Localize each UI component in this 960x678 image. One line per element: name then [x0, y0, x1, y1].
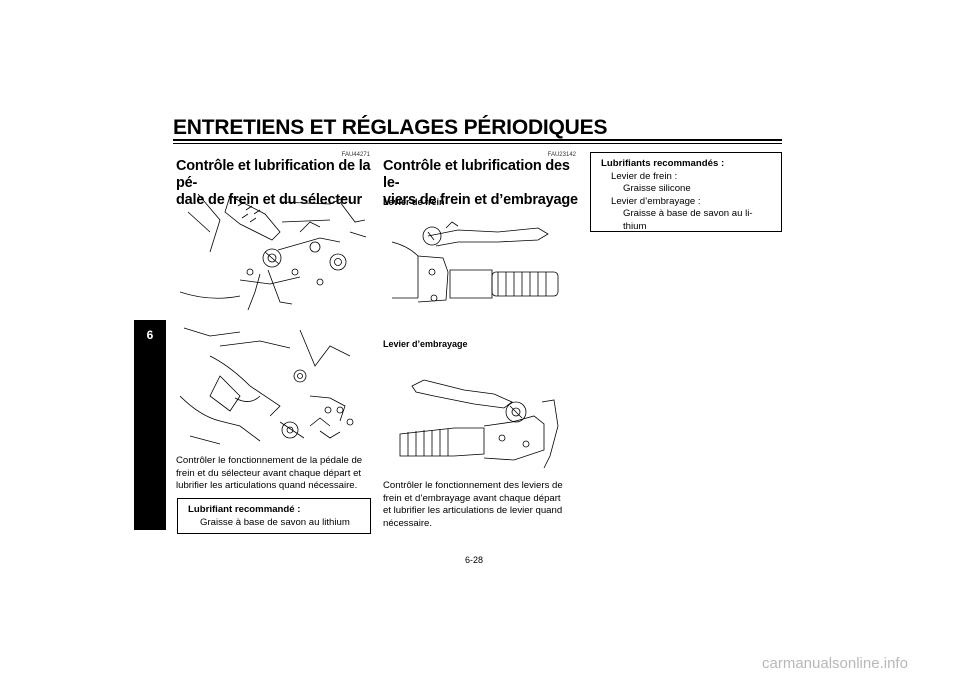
page-number: 6-28	[465, 555, 484, 565]
section-title-line: Contrôle et lubrification de la pé-	[176, 158, 371, 191]
lubricants-box-line: Levier d’embrayage :	[611, 195, 701, 207]
left-body-text: Contrôler le fonctionnement de la pédale…	[176, 455, 370, 493]
chapter-number: 6	[146, 328, 154, 342]
brake-pedal-illustration	[180, 192, 370, 314]
page-header-title: ENTRETIENS ET RÉGLAGES PÉRIODIQUES	[173, 116, 608, 139]
text-line: lubrifier les articulations quand nécess…	[176, 480, 358, 492]
clutch-lever-illustration	[394, 372, 564, 472]
section-code: FAU44271	[341, 152, 370, 158]
section-title-line: viers de frein et d’embrayage	[383, 192, 578, 208]
lubricants-box: Lubrifiants recommandés : Levier de frei…	[590, 152, 782, 232]
text-line: et lubrifier les articulations de levier…	[383, 505, 563, 517]
text-line: frein et d’embrayage avant chaque départ	[383, 492, 561, 504]
lubricants-box-line: Levier de frein :	[611, 170, 678, 182]
section-title: Contrôle et lubrification des le- viers …	[383, 158, 583, 209]
text-line: frein et du sélecteur avant chaque dépar…	[176, 467, 362, 479]
lubricant-box-title: Lubrifiant recommandé :	[188, 504, 301, 515]
chapter-tab[interactable]: 6	[134, 320, 166, 530]
clutch-lever-label: Levier d’embrayage	[383, 339, 468, 349]
header-rule-thin	[173, 143, 782, 144]
section-title-line: dale de frein et du sélecteur	[176, 192, 362, 208]
section-title: Contrôle et lubrification de la pé- dale…	[176, 158, 376, 209]
lubricants-box-title: Lubrifiants recommandés :	[601, 158, 725, 169]
watermark: carmanualsonline.info	[762, 655, 908, 672]
middle-body-text: Contrôler le fonctionnement des leviers …	[383, 480, 575, 530]
brake-lever-label: Levier de frein	[383, 197, 445, 207]
lubricants-box-line: Graisse à base de savon au li-	[623, 208, 753, 220]
lubricant-box: Lubrifiant recommandé : Graisse à base d…	[177, 498, 371, 534]
text-line: Contrôler le fonctionnement de la pédale…	[176, 455, 363, 466]
lubricants-box-line: Graisse silicone	[623, 183, 691, 195]
text-line: Contrôler le fonctionnement des leviers …	[383, 480, 563, 491]
brake-lever-illustration	[388, 212, 568, 312]
text-line: nécessaire.	[383, 517, 433, 529]
shift-lever-illustration	[180, 326, 370, 448]
header-rule	[173, 139, 782, 141]
section-title-line: Contrôle et lubrification des le-	[383, 158, 570, 191]
lubricant-box-line: Graisse à base de savon au lithium	[200, 516, 350, 528]
lubricants-box-line: thium	[623, 220, 647, 232]
section-code: FAU23142	[547, 152, 576, 158]
